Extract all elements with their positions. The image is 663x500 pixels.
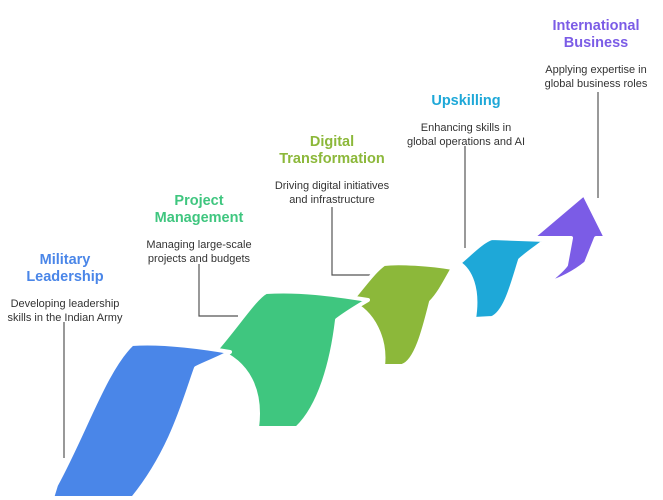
connector-project (198, 264, 238, 317)
title-line: Digital (309, 134, 355, 150)
stage-title: Project Management (131, 193, 267, 227)
desc-line: and infrastructure (289, 194, 375, 206)
desc-line: Applying expertise in (545, 64, 647, 76)
desc-line: Enhancing skills in (420, 122, 512, 134)
stage-description: Developing leadership skills in the Indi… (0, 297, 130, 325)
stage-title: Digital Transformation (262, 134, 402, 168)
title-line: Transformation (279, 151, 385, 167)
title-line: Military (39, 252, 91, 268)
ribbon-military-leadership (50, 341, 232, 500)
title-line: International (552, 18, 640, 34)
title-line: Upskilling (431, 93, 501, 109)
stage-title: Upskilling (396, 93, 536, 110)
ribbon-project-management (214, 289, 370, 430)
stage-description: Managing large-scale projects and budget… (131, 238, 267, 266)
stage-description: Applying expertise in global business ro… (530, 63, 662, 91)
stage-description: Enhancing skills in global operations an… (396, 121, 536, 149)
desc-line: Developing leadership (10, 298, 120, 310)
ribbon-digital-transformation (348, 261, 455, 368)
desc-line: skills in the Indian Army (7, 312, 123, 324)
stage-project-management: Project Management Managing large-scale … (131, 193, 267, 266)
stage-digital-transformation: Digital Transformation Driving digital i… (262, 134, 402, 207)
desc-line: Driving digital initiatives (274, 180, 390, 192)
title-line: Leadership (26, 269, 104, 285)
stage-military-leadership: Military Leadership Developing leadershi… (0, 252, 130, 325)
desc-line: projects and budgets (147, 253, 251, 265)
stage-upskilling: Upskilling Enhancing skills in global op… (396, 93, 536, 149)
title-line: Project (174, 193, 224, 209)
stage-description: Driving digital initiatives and infrastr… (262, 179, 402, 207)
stage-title: Military Leadership (0, 252, 130, 286)
title-line: Business (563, 35, 629, 51)
stage-international-business: International Business Applying expertis… (530, 18, 662, 91)
connector-digital (331, 207, 374, 276)
desc-line: global business roles (544, 78, 648, 90)
stage-title: International Business (530, 18, 662, 52)
ribbon-upskilling (457, 236, 548, 321)
desc-line: global operations and AI (406, 136, 526, 148)
ribbon-international-business (530, 192, 608, 285)
title-line: Management (154, 210, 244, 226)
desc-line: Managing large-scale (146, 239, 252, 251)
